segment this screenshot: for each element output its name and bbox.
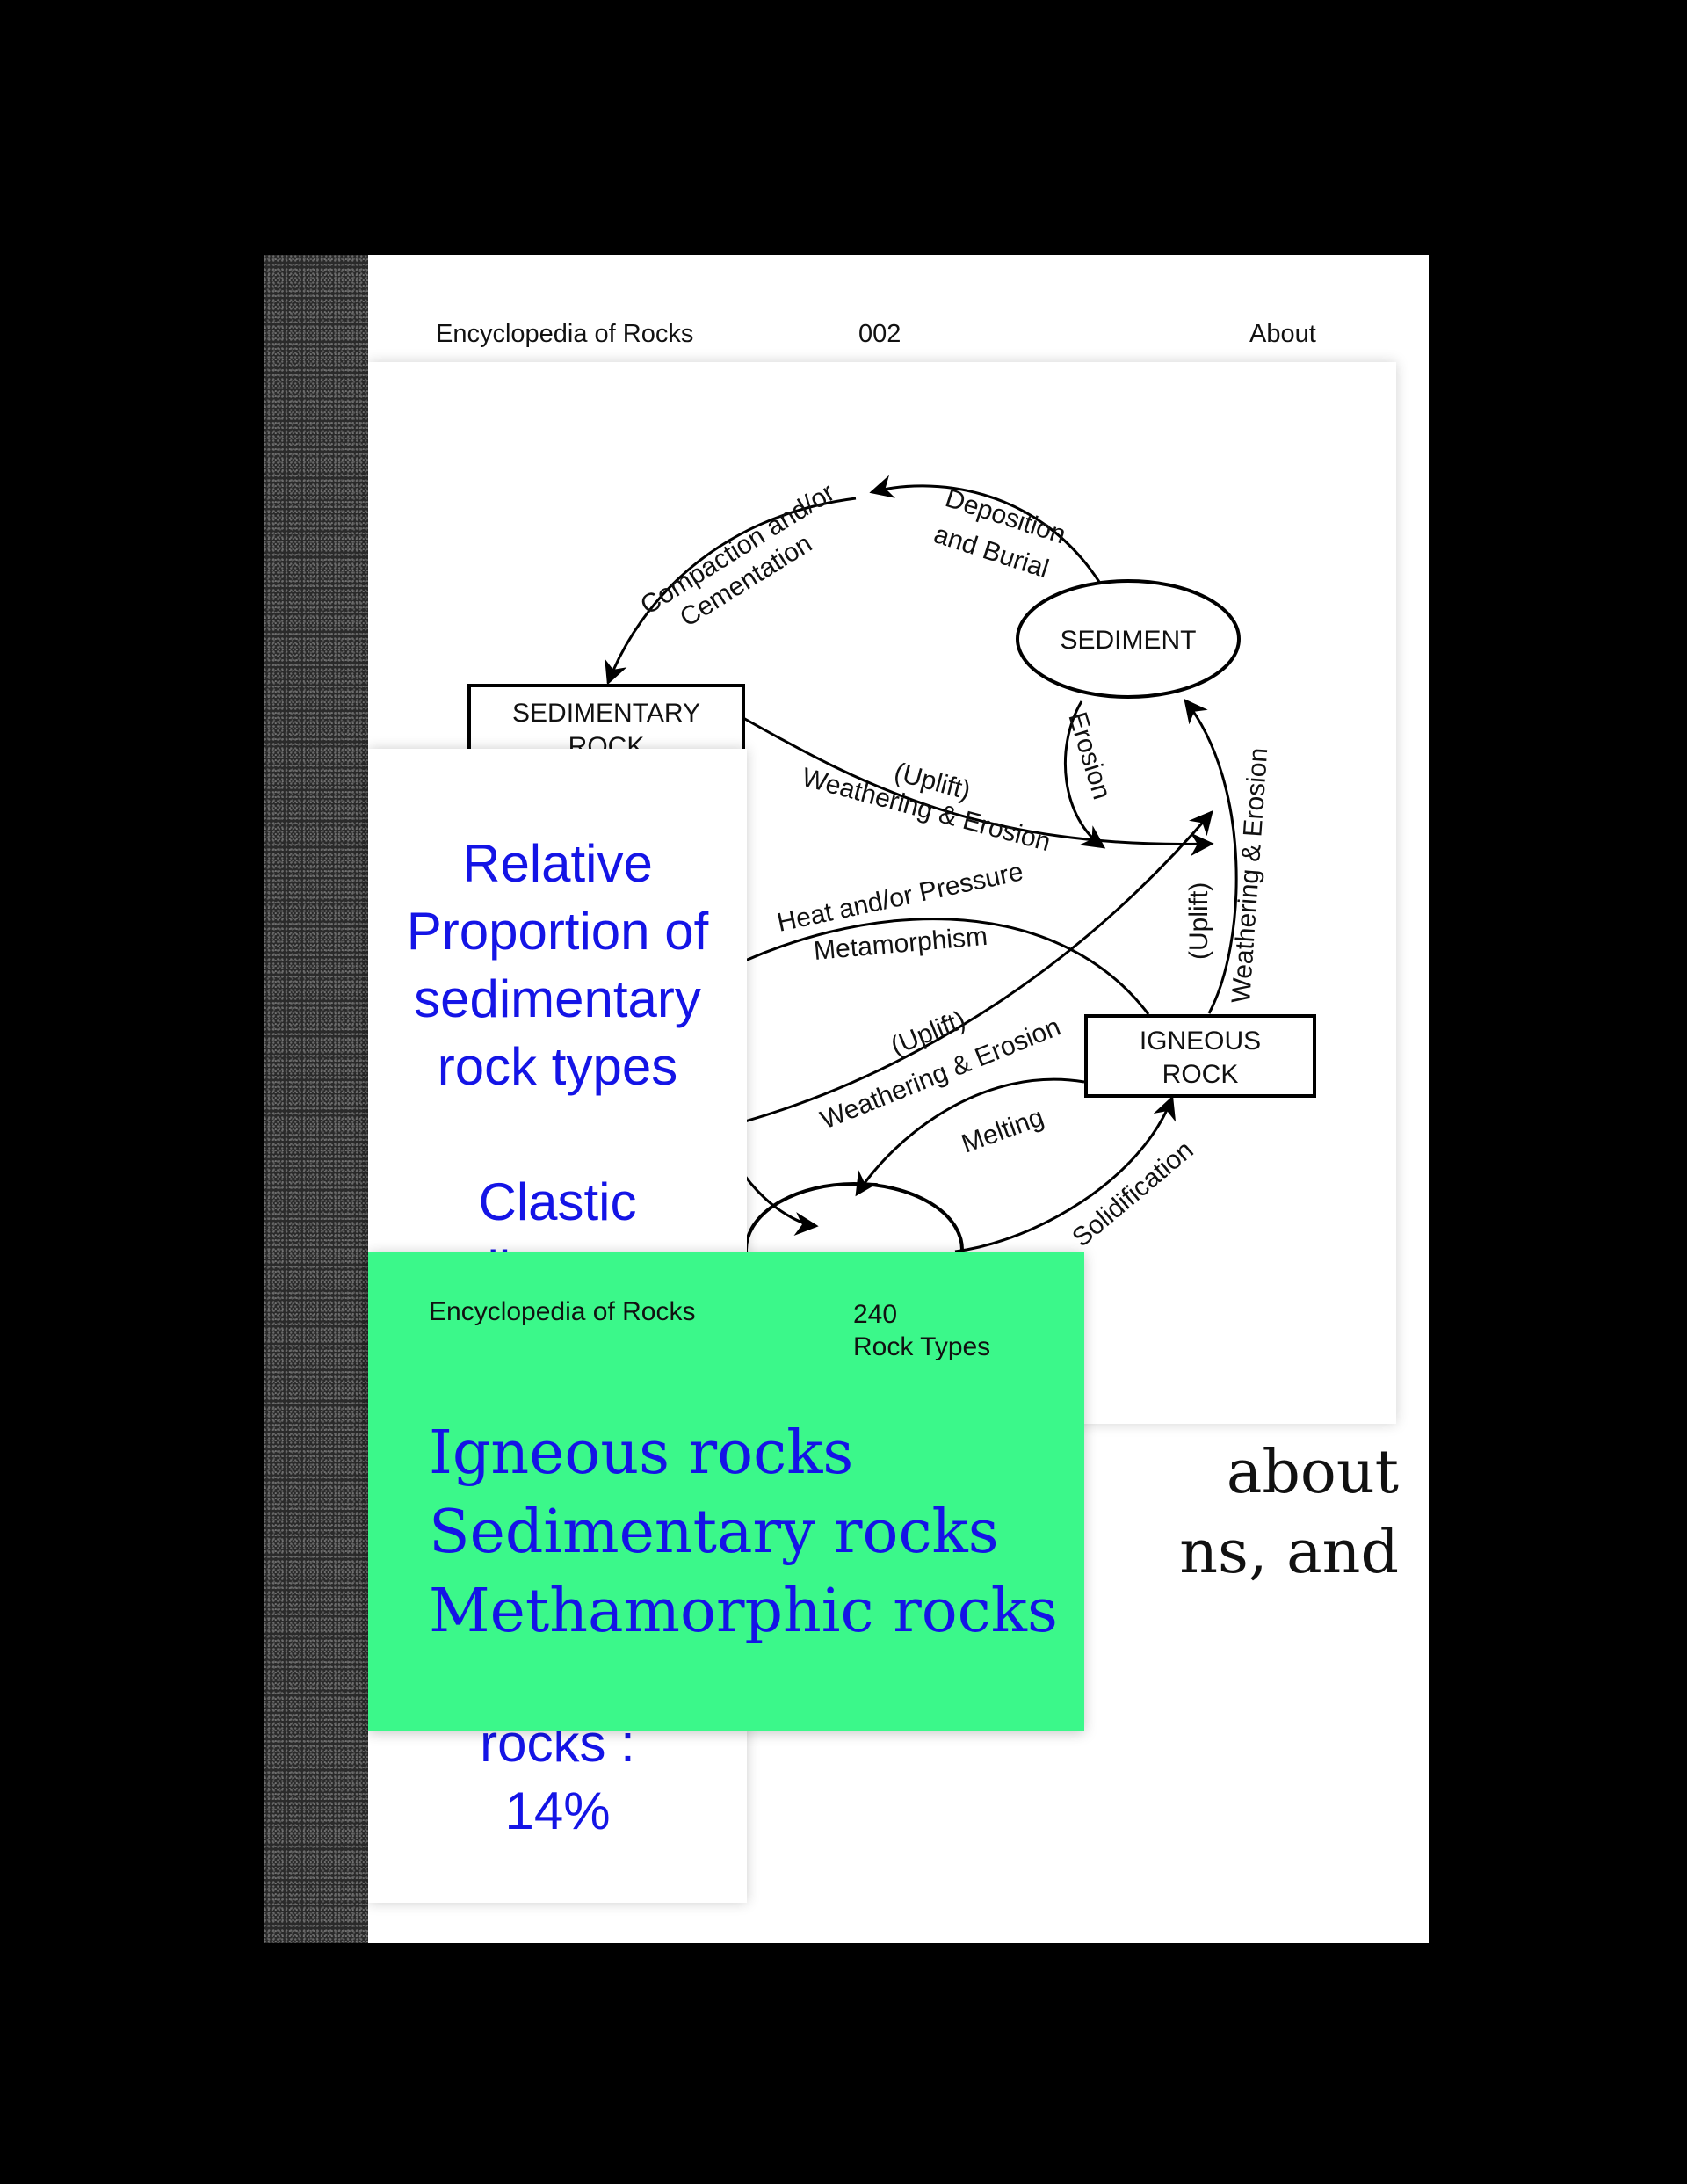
page-header-section: About <box>1249 320 1316 348</box>
book-spine <box>264 255 368 1943</box>
rock-type-list: Igneous rocks Sedimentary rocks Methamor… <box>429 1414 1058 1651</box>
green-card: Encyclopedia of Rocks 240 Rock Types Ign… <box>368 1252 1084 1731</box>
book: Encyclopedia of Rocks 002 About SEDIMENT… <box>264 255 1429 1943</box>
rock-cycle-svg: SEDIMENT SEDIMENTARY ROCK IGNEOUS ROCK <box>467 475 1316 1317</box>
solidification-arrow <box>954 1095 1177 1253</box>
igneous-label-line1: IGNEOUS <box>1140 1027 1261 1056</box>
sediment-label: SEDIMENT <box>1060 626 1196 655</box>
book-page: Encyclopedia of Rocks 002 About SEDIMENT… <box>368 255 1429 1943</box>
weathering-right-label: Weathering & Erosion <box>1227 747 1273 1005</box>
igneous-label-line2: ROCK <box>1162 1060 1239 1089</box>
metamorphism-arrow <box>710 918 1150 1015</box>
green-card-brand: Encyclopedia of Rocks <box>429 1297 696 1326</box>
green-card-count: 240 <box>853 1300 898 1329</box>
solidification-label: Solidification <box>1067 1136 1198 1253</box>
igneous-rock-node <box>1084 1014 1316 1098</box>
rock-type-item: Methamorphic rocks <box>429 1577 1058 1646</box>
heat-pressure-label: Heat and/or Pressure <box>775 857 1026 938</box>
melting-arrow <box>855 1077 1085 1197</box>
sediment-node <box>1016 579 1241 699</box>
deposition-arrow <box>869 475 1101 583</box>
body-text-line1: about <box>1226 1438 1399 1507</box>
erosion-arrow <box>1063 700 1106 849</box>
green-card-count-label: Rock Types <box>853 1332 991 1361</box>
page-header-number: 002 <box>858 320 901 348</box>
body-text-line2: ns, and <box>1179 1518 1399 1587</box>
rock-type-item: Sedimentary rocks <box>429 1498 999 1567</box>
rock-type-item: Igneous rocks <box>429 1419 854 1488</box>
erosion-label: Erosion <box>1062 708 1116 802</box>
body-text: about ns, and <box>368 1433 1399 1593</box>
melting-label: Melting <box>958 1102 1047 1158</box>
uplift-right-label: (Uplift) <box>1184 882 1213 960</box>
weathering-middle-arrow <box>719 809 1213 1130</box>
metamorphism-label: Metamorphism <box>813 922 989 966</box>
sedimentary-label-line1: SEDIMENTARY <box>512 699 700 728</box>
weathering-top-arrow <box>742 716 1214 857</box>
compaction-arrow <box>605 497 857 686</box>
page-header-brand: Encyclopedia of Rocks <box>436 320 694 348</box>
weathering-right-arrow <box>1184 698 1238 1014</box>
